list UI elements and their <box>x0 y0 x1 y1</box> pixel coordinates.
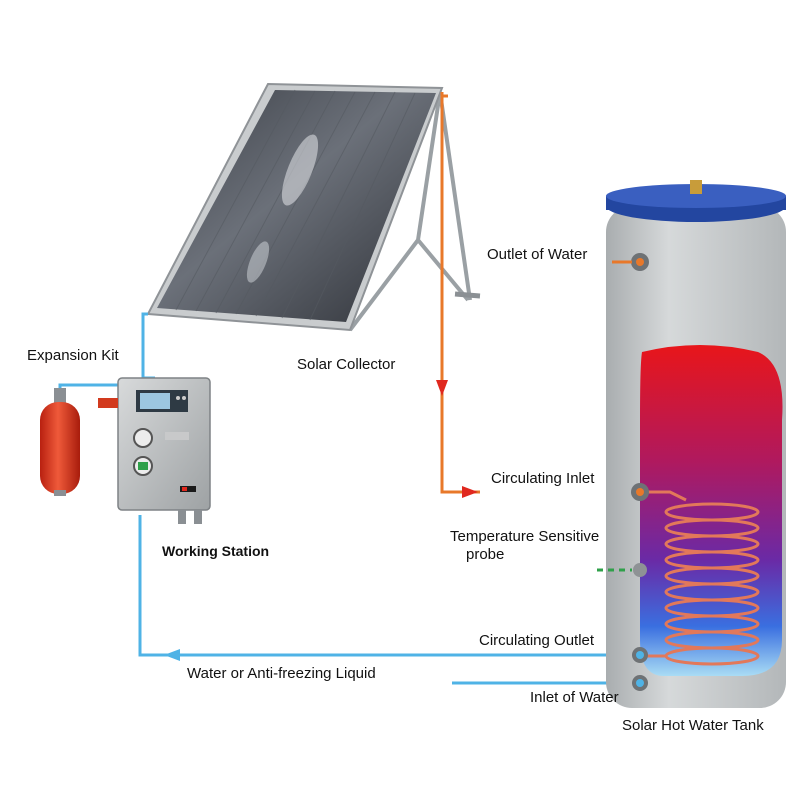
label-circulating-inlet: Circulating Inlet <box>491 470 595 487</box>
heat-exchanger-coil <box>645 490 760 666</box>
solar-collector-panel <box>146 82 481 332</box>
tank-heat-gradient <box>640 345 783 676</box>
label-temperature-probe-line1: Temperature Sensitive <box>450 528 600 545</box>
expansion-vessel <box>40 388 80 496</box>
label-inlet-of-water: Inlet of Water <box>530 689 619 706</box>
label-working-station: Working Station <box>162 543 270 559</box>
flow-arrow-down <box>436 380 448 396</box>
hot-water-tank <box>606 180 786 708</box>
working-station-box <box>98 377 211 524</box>
label-circulating-outlet: Circulating Outlet <box>479 632 595 649</box>
label-solar-collector: Solar Collector <box>297 356 396 373</box>
label-temperature-probe-line2: probe <box>466 546 505 563</box>
flow-arrow-left <box>164 649 180 661</box>
label-outlet-of-water: Outlet of Water <box>487 246 588 263</box>
label-solar-hot-water-tank: Solar Hot Water Tank <box>622 717 764 734</box>
flow-arrow-right <box>462 486 478 498</box>
label-expansion-kit: Expansion Kit <box>27 347 119 364</box>
label-water-or-antifreeze: Water or Anti-freezing Liquid <box>187 665 376 682</box>
